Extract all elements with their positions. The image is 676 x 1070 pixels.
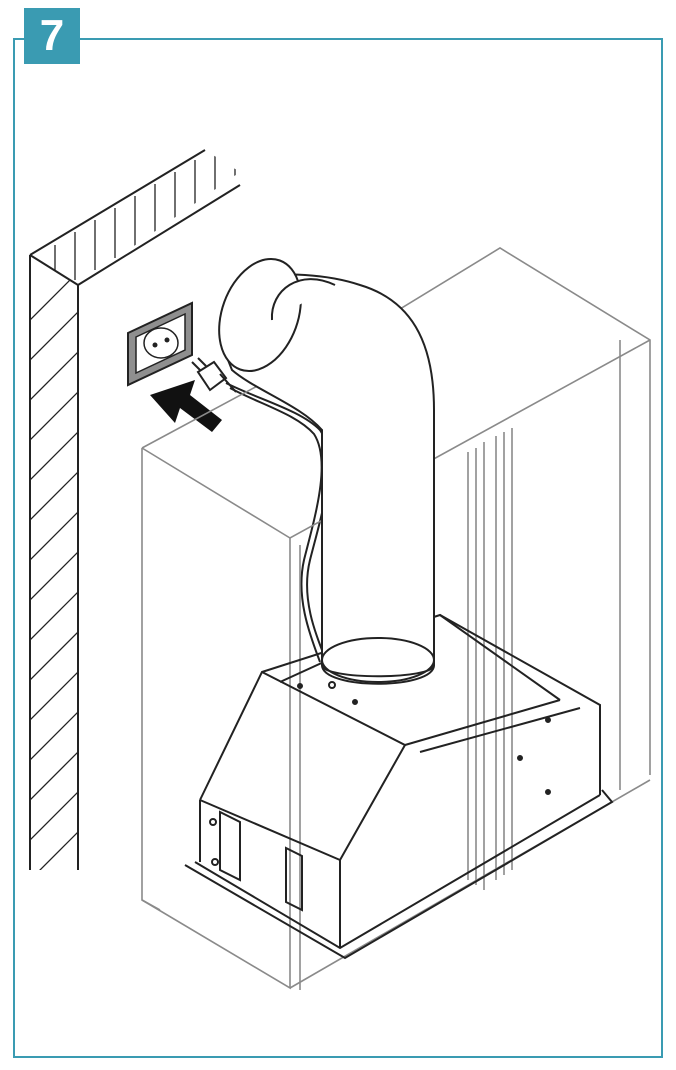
wall-socket-icon xyxy=(127,301,193,387)
instruction-frame xyxy=(13,38,663,1058)
insert-arrow-icon xyxy=(150,380,222,432)
hood-unit xyxy=(184,613,614,960)
duct-pipe xyxy=(218,257,435,689)
wall xyxy=(29,149,241,870)
power-cable xyxy=(225,382,330,663)
step-number-badge: 7 xyxy=(24,8,80,64)
